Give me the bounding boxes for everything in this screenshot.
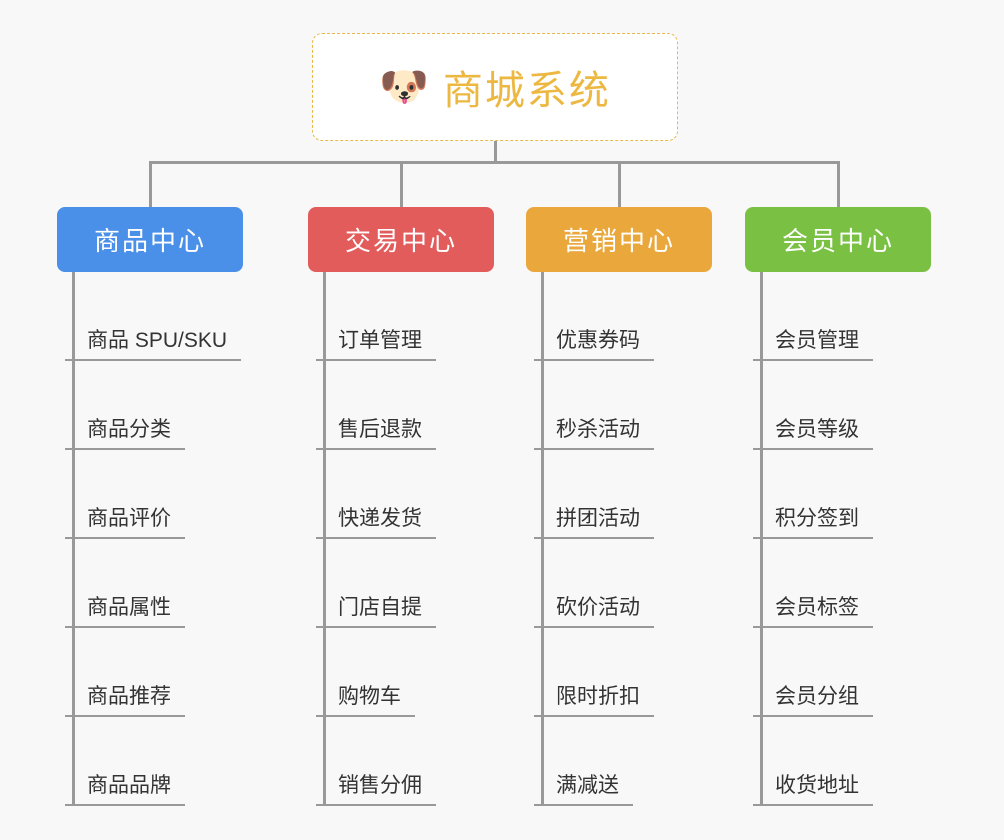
leaf-item[interactable]: 拼团活动 xyxy=(534,450,756,539)
branch-items-1: 商品 SPU/SKU 商品分类 商品评价 商品属性 商品推荐 商品品牌 xyxy=(57,272,287,806)
branch-spine xyxy=(323,272,326,806)
branch-column-2: 交易中心 订单管理 售后退款 快递发货 门店自提 购物车 销售分佣 xyxy=(308,207,538,806)
leaf-item-label: 会员管理 xyxy=(753,328,873,361)
branch-column-3: 营销中心 优惠券码 秒杀活动 拼团活动 砍价活动 限时折扣 满减送 xyxy=(526,207,756,806)
leaf-item-label: 商品分类 xyxy=(65,417,185,450)
leaf-item[interactable]: 商品推荐 xyxy=(65,628,287,717)
leaf-item[interactable]: 优惠券码 xyxy=(534,272,756,361)
connector-drop-4 xyxy=(837,161,840,207)
leaf-item[interactable]: 订单管理 xyxy=(316,272,538,361)
leaf-item[interactable]: 满减送 xyxy=(534,717,756,806)
leaf-item-label: 售后退款 xyxy=(316,417,436,450)
leaf-item[interactable]: 快递发货 xyxy=(316,450,538,539)
leaf-item[interactable]: 销售分佣 xyxy=(316,717,538,806)
branch-column-1: 商品中心 商品 SPU/SKU 商品分类 商品评价 商品属性 商品推荐 商品品牌 xyxy=(57,207,287,806)
leaf-item-label: 收货地址 xyxy=(753,773,873,806)
branch-header-1[interactable]: 商品中心 xyxy=(57,207,243,272)
branch-header-4[interactable]: 会员中心 xyxy=(745,207,931,272)
leaf-item-label: 限时折扣 xyxy=(534,684,654,717)
connector-drop-3 xyxy=(618,161,621,207)
leaf-item[interactable]: 会员标签 xyxy=(753,539,975,628)
branch-spine xyxy=(541,272,544,806)
leaf-item-label: 会员标签 xyxy=(753,595,873,628)
leaf-item-label: 门店自提 xyxy=(316,595,436,628)
leaf-item[interactable]: 售后退款 xyxy=(316,361,538,450)
branch-header-3[interactable]: 营销中心 xyxy=(526,207,712,272)
leaf-item[interactable]: 限时折扣 xyxy=(534,628,756,717)
root-node[interactable]: 🐶 商城系统 xyxy=(312,33,678,141)
branch-header-label: 商品中心 xyxy=(93,226,206,256)
branch-column-4: 会员中心 会员管理 会员等级 积分签到 会员标签 会员分组 收货地址 xyxy=(745,207,975,806)
leaf-item-label: 秒杀活动 xyxy=(534,417,654,450)
leaf-item[interactable]: 砍价活动 xyxy=(534,539,756,628)
branch-header-label: 会员中心 xyxy=(781,226,894,256)
leaf-item[interactable]: 会员分组 xyxy=(753,628,975,717)
branch-spine xyxy=(72,272,75,806)
leaf-item-label: 优惠券码 xyxy=(534,328,654,361)
branch-header-2[interactable]: 交易中心 xyxy=(308,207,494,272)
leaf-item-label: 砍价活动 xyxy=(534,595,654,628)
connector-trunk-bar xyxy=(149,161,840,164)
leaf-item[interactable]: 商品评价 xyxy=(65,450,287,539)
leaf-item[interactable]: 秒杀活动 xyxy=(534,361,756,450)
branch-header-label: 交易中心 xyxy=(344,226,457,256)
branch-spine xyxy=(760,272,763,806)
leaf-item[interactable]: 会员等级 xyxy=(753,361,975,450)
leaf-item[interactable]: 商品分类 xyxy=(65,361,287,450)
branch-items-3: 优惠券码 秒杀活动 拼团活动 砍价活动 限时折扣 满减送 xyxy=(526,272,756,806)
connector-root-stub xyxy=(494,141,497,164)
connector-drop-2 xyxy=(400,161,403,207)
branch-header-label: 营销中心 xyxy=(562,226,675,256)
leaf-item-label: 会员分组 xyxy=(753,684,873,717)
leaf-item-label: 积分签到 xyxy=(753,506,873,539)
leaf-item[interactable]: 购物车 xyxy=(316,628,538,717)
leaf-item[interactable]: 商品 SPU/SKU xyxy=(65,272,287,361)
leaf-item-label: 拼团活动 xyxy=(534,506,654,539)
leaf-item-label: 快递发货 xyxy=(316,506,436,539)
leaf-item-label: 商品 SPU/SKU xyxy=(65,328,242,361)
branch-items-4: 会员管理 会员等级 积分签到 会员标签 会员分组 收货地址 xyxy=(745,272,975,806)
leaf-item-label: 销售分佣 xyxy=(316,773,436,806)
leaf-item-label: 订单管理 xyxy=(316,328,436,361)
leaf-item[interactable]: 门店自提 xyxy=(316,539,538,628)
leaf-item-label: 商品品牌 xyxy=(65,773,185,806)
leaf-item[interactable]: 积分签到 xyxy=(753,450,975,539)
leaf-item[interactable]: 会员管理 xyxy=(753,272,975,361)
leaf-item-label: 会员等级 xyxy=(753,417,873,450)
dog-face-icon: 🐶 xyxy=(379,65,429,109)
branch-items-2: 订单管理 售后退款 快递发货 门店自提 购物车 销售分佣 xyxy=(308,272,538,806)
root-node-title: 商城系统 xyxy=(442,69,611,113)
leaf-item-label: 商品评价 xyxy=(65,506,185,539)
leaf-item[interactable]: 商品属性 xyxy=(65,539,287,628)
connector-drop-1 xyxy=(149,161,152,207)
leaf-item-label: 满减送 xyxy=(534,773,633,806)
leaf-item-label: 购物车 xyxy=(316,684,415,717)
leaf-item[interactable]: 收货地址 xyxy=(753,717,975,806)
leaf-item-label: 商品推荐 xyxy=(65,684,185,717)
leaf-item-label: 商品属性 xyxy=(65,595,185,628)
leaf-item[interactable]: 商品品牌 xyxy=(65,717,287,806)
